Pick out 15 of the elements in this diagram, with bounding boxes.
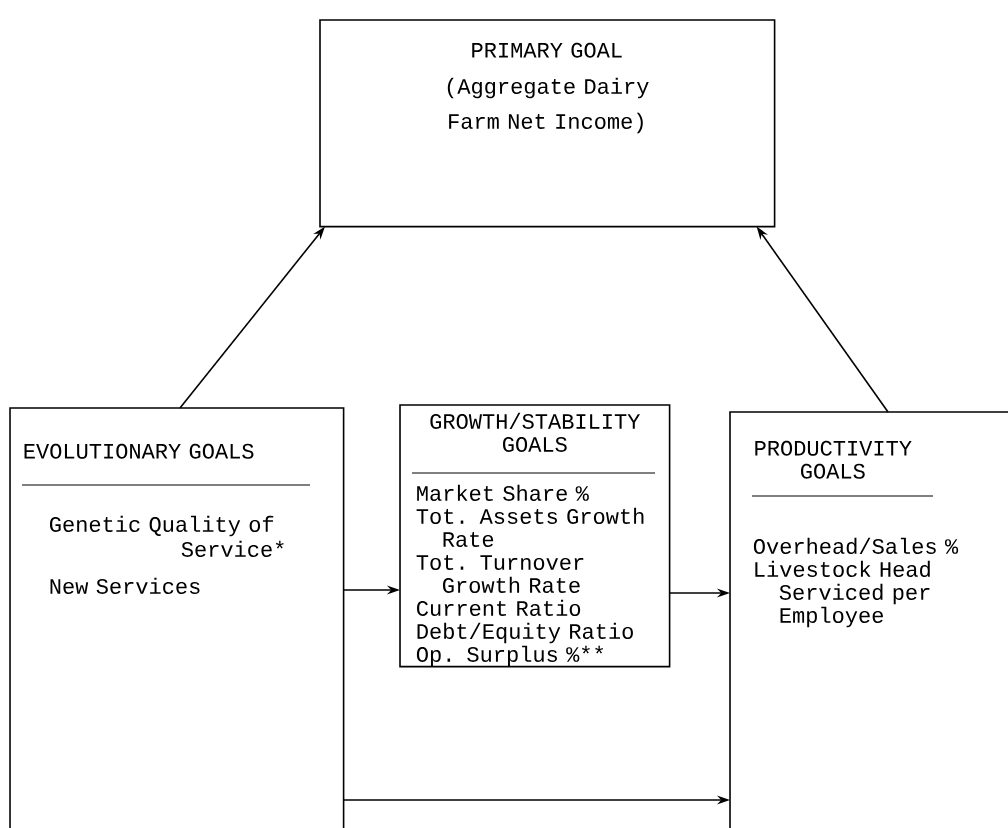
goal-item: Overhead/Sales % — [753, 537, 959, 555]
goal-item: Current Ratio — [417, 599, 581, 616]
goal-item: New Services — [50, 577, 200, 594]
goal-item: Livestock Head Serviced per Employee — [755, 560, 930, 628]
goal-item: (Aggregate Dairy Farm Net Income) — [447, 77, 649, 134]
heading: PRIMARY GOAL — [472, 42, 622, 58]
goal-item: Tot. Turnover Growth Rate — [416, 555, 584, 593]
goal-item: Genetic Quality of Service* — [50, 515, 284, 557]
heading: EVOLUTIONARY GOALS — [24, 443, 254, 459]
heading: GROWTH/STABILITY GOALS — [430, 412, 640, 452]
heading: PRODUCTIVITY GOALS — [755, 440, 912, 479]
goal-item: Market Share % — [417, 484, 589, 501]
goal-item: Tot. Assets Growth Rate — [416, 507, 644, 547]
goal-item: Op. Surplus %** — [416, 645, 604, 667]
goal-item: Debt/Equity Ratio — [417, 622, 633, 644]
